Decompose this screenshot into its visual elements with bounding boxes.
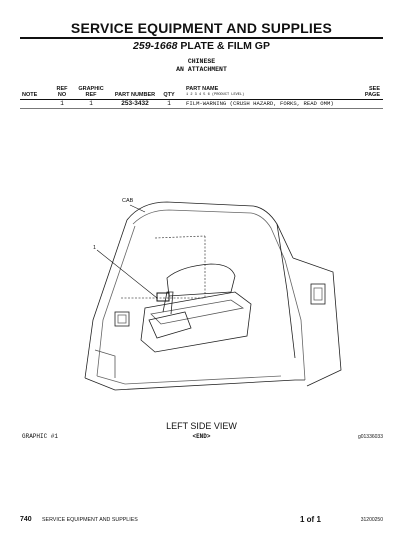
- group-number: 259-1668: [133, 40, 178, 52]
- footer-section: SERVICE EQUIPMENT AND SUPPLIES: [42, 517, 138, 523]
- graphic-id: g01336033: [357, 434, 383, 440]
- footer-page-number: 740: [20, 516, 32, 523]
- col-ref-no: REF NO: [54, 86, 70, 98]
- title-rule: [20, 37, 383, 39]
- graphic-label: GRAPHIC #1: [22, 433, 59, 440]
- row-part-number: 253-3432: [121, 100, 149, 107]
- cab-label: CAB: [122, 198, 134, 204]
- cab-leader: [129, 204, 146, 213]
- col-graphic-ref: GRAPHIC REF: [76, 86, 106, 98]
- group-heading: 259-1668 PLATE & FILM GP: [20, 40, 383, 52]
- col-graphic-ref-line1: GRAPHIC: [78, 86, 104, 92]
- step-plate-inner: [117, 314, 127, 324]
- table-row: 1 1 253-3432 1 FILM-WARNING (CRUSH HAZAR…: [20, 100, 383, 108]
- row-part-name: FILM-WARNING (CRUSH HAZARD, FORKS, READ …: [186, 100, 334, 107]
- col-graphic-ref-line2: REF: [85, 92, 97, 98]
- col-see-page-line2: PAGE: [364, 92, 380, 98]
- attachment-label: AN ATTACHMENT: [176, 66, 227, 73]
- lower-panel: [94, 349, 116, 378]
- col-see-page-line1: SEE: [368, 86, 380, 92]
- col-note: NOTE: [22, 92, 38, 98]
- footer-doc-code: 31200250: [360, 517, 383, 523]
- col-see-page: SEE PAGE: [352, 86, 380, 98]
- rear-mount: [310, 283, 326, 305]
- cab-front-pillar: [84, 219, 128, 379]
- warning-film: [156, 292, 170, 302]
- cab-roof: [126, 201, 294, 259]
- page-title: SERVICE EQUIPMENT AND SUPPLIES: [70, 20, 333, 36]
- col-part-number: PART NUMBER: [114, 92, 156, 98]
- row-qty: 1: [167, 100, 171, 107]
- cab-illustration: [84, 201, 342, 391]
- view-caption: LEFT SIDE VIEW: [166, 421, 237, 431]
- table-header-rule: [20, 99, 383, 100]
- col-part-name: PART NAME: [186, 86, 219, 92]
- col-ref-no-line1: REF: [56, 86, 68, 92]
- armrest: [148, 311, 192, 339]
- rear-pillar: [276, 223, 296, 359]
- floor-inner: [96, 375, 282, 385]
- rear-mount-inner: [313, 287, 323, 301]
- footer-page-of: 1 of 1: [300, 515, 321, 524]
- col-product-level: 1 2 3 4 5 6 (PRODUCT LEVEL): [186, 93, 245, 97]
- seat-back: [166, 263, 236, 297]
- end-marker: <END>: [192, 433, 211, 440]
- col-ref-no-line2: NO: [57, 92, 67, 98]
- floor: [84, 377, 305, 391]
- cab-roof-inner: [132, 209, 286, 261]
- step-plate: [114, 311, 130, 327]
- lever: [162, 291, 174, 315]
- rear-frame: [292, 257, 342, 387]
- console-top: [150, 299, 245, 325]
- group-name: PLATE & FILM GP: [180, 40, 270, 52]
- row-graphic-ref: 1: [89, 100, 93, 107]
- table-row-rule: [20, 108, 383, 109]
- language-label: CHINESE: [187, 58, 216, 65]
- console: [140, 291, 252, 353]
- door-frame: [121, 235, 206, 299]
- cab-front-pillar-inner: [96, 225, 136, 377]
- callout-1: 1: [93, 245, 97, 251]
- col-qty: QTY: [163, 92, 175, 98]
- row-ref-no: 1: [60, 100, 64, 107]
- callout-leader: [96, 249, 158, 299]
- rear-pillar-2: [284, 259, 306, 381]
